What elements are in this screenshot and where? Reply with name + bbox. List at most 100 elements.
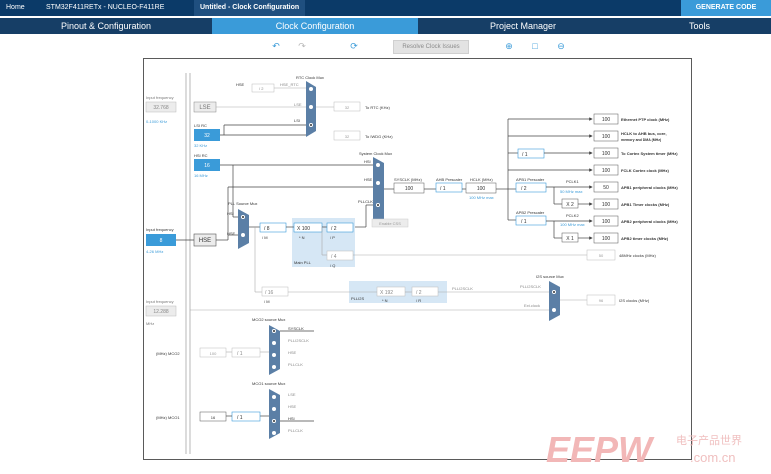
mco1-source-mux[interactable] xyxy=(269,389,280,439)
hse-range: 4-26 MHz xyxy=(146,249,163,254)
plli2s-n-label: * N xyxy=(382,298,388,303)
mco1-value-box xyxy=(199,411,227,422)
output-4: 50 APB1 peripheral clocks (MHz) xyxy=(593,181,678,193)
mco2-opt-2: HSE xyxy=(288,350,297,355)
plli2s-r-select[interactable] xyxy=(411,286,439,297)
output-6-label: APB2 peripheral clocks (MHz) xyxy=(621,219,678,224)
output-4-value: 50 xyxy=(603,185,609,191)
output-1: 100 HCLK to AHB bus, core, memory and DM… xyxy=(593,130,667,142)
ahb-prescaler-select[interactable] xyxy=(435,182,463,193)
generate-code-button[interactable]: GENERATE CODE xyxy=(681,0,771,16)
output-0-label: Ethernet PTP clock (MHz) xyxy=(621,117,670,122)
pll-q-select[interactable] xyxy=(326,250,354,261)
output-4-label: APB1 peripheral clocks (MHz) xyxy=(621,185,678,190)
tab-clock-configuration[interactable]: Clock Configuration xyxy=(212,18,418,34)
mco2-divider-select[interactable] xyxy=(231,347,261,358)
pll-n-value: X 100 xyxy=(297,226,310,232)
cortex-timer-divider-select[interactable] xyxy=(517,148,545,159)
mco1-divider-select[interactable] xyxy=(231,411,261,422)
main-tabs: Pinout & Configuration Clock Configurati… xyxy=(0,18,771,34)
output-5-box xyxy=(593,198,619,210)
undo-icon[interactable]: ↶ xyxy=(272,41,280,51)
plli2s-label: PLLI2S xyxy=(351,296,364,301)
rtc-output-value: 32 xyxy=(345,105,350,110)
i2s-plli2sclk-label: PLLI2SCLK xyxy=(520,284,541,289)
lsi-unit: 32 KHz xyxy=(194,143,207,148)
output-4-box xyxy=(593,181,619,193)
i2s-clock-value-box xyxy=(586,294,616,306)
plli2s-m-value: / 16 xyxy=(265,290,274,296)
zoom-out-icon[interactable]: ⊖ xyxy=(557,41,565,51)
breadcrumb-mcu[interactable]: STM32F411RETx - NUCLEO-F411RE xyxy=(46,4,165,11)
hse-input-value: 8 xyxy=(160,238,163,244)
hse-input-field[interactable] xyxy=(146,234,176,246)
rtc-hse-div-value: / 2 xyxy=(259,86,264,91)
refresh-icon[interactable]: ⟳ xyxy=(350,41,358,51)
breadcrumb-home[interactable]: Home xyxy=(6,4,25,11)
redo-icon[interactable]: ↷ xyxy=(298,41,306,51)
tab-project-manager[interactable]: Project Manager xyxy=(489,21,557,31)
output-3-box xyxy=(593,164,619,176)
rtc-output-label: To RTC (KHz) xyxy=(365,105,390,110)
pll-p-select[interactable] xyxy=(326,222,354,233)
mco2-source-mux[interactable] xyxy=(269,325,280,375)
apb2-prescaler-select[interactable] xyxy=(515,215,547,226)
pclk2-label: PCLK2 xyxy=(566,213,579,218)
eepw-logo: EEPW 电子产品世界 .com.cn xyxy=(546,429,742,470)
output-0-value: 100 xyxy=(602,117,611,123)
sysmux-hse: HSE xyxy=(364,177,373,182)
output-7-label: APB2 timer clocks (MHz) xyxy=(621,236,669,241)
sysclk-value: 100 xyxy=(405,186,414,192)
i2s-source-mux[interactable] xyxy=(549,281,560,321)
apb2-prescaler-label: APB2 Prescaler xyxy=(516,210,545,215)
mco2-opt-3: PLLCLK xyxy=(288,362,303,367)
breadcrumb-file[interactable]: Untitled - Clock Configuration xyxy=(194,0,306,16)
plli2s-r-value: / 2 xyxy=(416,290,422,296)
output-0-box xyxy=(593,113,619,125)
plli2s-n-select[interactable] xyxy=(376,286,406,297)
apb1-prescaler-label: APB1 Prescaler xyxy=(516,177,545,182)
pll-source-mux[interactable] xyxy=(238,209,249,249)
fit-icon[interactable]: □ xyxy=(532,41,538,51)
plli2s-m-select[interactable] xyxy=(261,286,289,297)
output-3: 100 FCLK Cortex clock (MHz) xyxy=(593,164,669,176)
hsi-block[interactable] xyxy=(194,159,220,171)
lse-input-field[interactable] xyxy=(145,101,177,113)
output-6: 100 APB2 peripheral clocks (MHz) xyxy=(593,215,678,227)
usb-clock-value: 50 xyxy=(599,253,604,258)
rtc-lsi-label: LSI xyxy=(294,118,300,123)
output-1-sublabel: memory and DMA (MHz) xyxy=(621,138,661,142)
apb1-timer-multiplier xyxy=(561,198,579,209)
tab-pinout[interactable]: Pinout & Configuration xyxy=(60,21,152,31)
resolve-clock-issues-button[interactable]: Resolve Clock Issues xyxy=(393,40,469,54)
watermark-url: .com.cn xyxy=(690,450,736,465)
zoom-in-icon[interactable]: ⊕ xyxy=(505,41,513,51)
apb1-prescaler-select[interactable] xyxy=(515,182,547,193)
hsi-value: 16 xyxy=(204,163,210,169)
output-3-value: 100 xyxy=(602,168,611,174)
hclk-input[interactable] xyxy=(465,182,497,194)
rtc-hse-label: HSE xyxy=(236,82,245,87)
enable-css-button[interactable] xyxy=(371,218,409,228)
pll-m-select[interactable] xyxy=(259,222,287,233)
sysmux-title: System Clock Mux xyxy=(359,151,392,156)
apb2-timer-mult-value: X 1 xyxy=(566,236,574,242)
rtc-mux-title: RTC Clock Mux xyxy=(296,75,324,80)
ext-input-field[interactable] xyxy=(145,305,177,317)
output-2-label: To Cortex System timer (MHz) xyxy=(621,151,678,156)
sysclk-label: SYSCLK (MHz) xyxy=(394,177,422,182)
mco2-opt-1: PLLI2SCLK xyxy=(288,338,309,343)
apb1-max: 50 MHz max xyxy=(560,189,582,194)
eepw-watermark: EEPW 电子产品世界 .com.cn xyxy=(540,428,771,470)
lse-name: LSE xyxy=(199,105,210,111)
apb1-prescaler-value: / 2 xyxy=(521,186,527,192)
tab-tools[interactable]: Tools xyxy=(688,21,710,31)
toolbar: ↶ ↷ ⟳ Resolve Clock Issues ⊕ □ ⊖ xyxy=(0,38,771,56)
i2s-ext-label: Ext.clock xyxy=(524,303,540,308)
lsi-block[interactable] xyxy=(194,129,220,141)
watermark-brand: EEPW xyxy=(546,429,655,469)
lse-range: 0-1000 KHz xyxy=(146,119,167,124)
enable-css-label: Enable CSS xyxy=(379,221,401,226)
hclk-value: 100 xyxy=(477,186,486,192)
system-clock-mux[interactable] xyxy=(373,157,384,225)
